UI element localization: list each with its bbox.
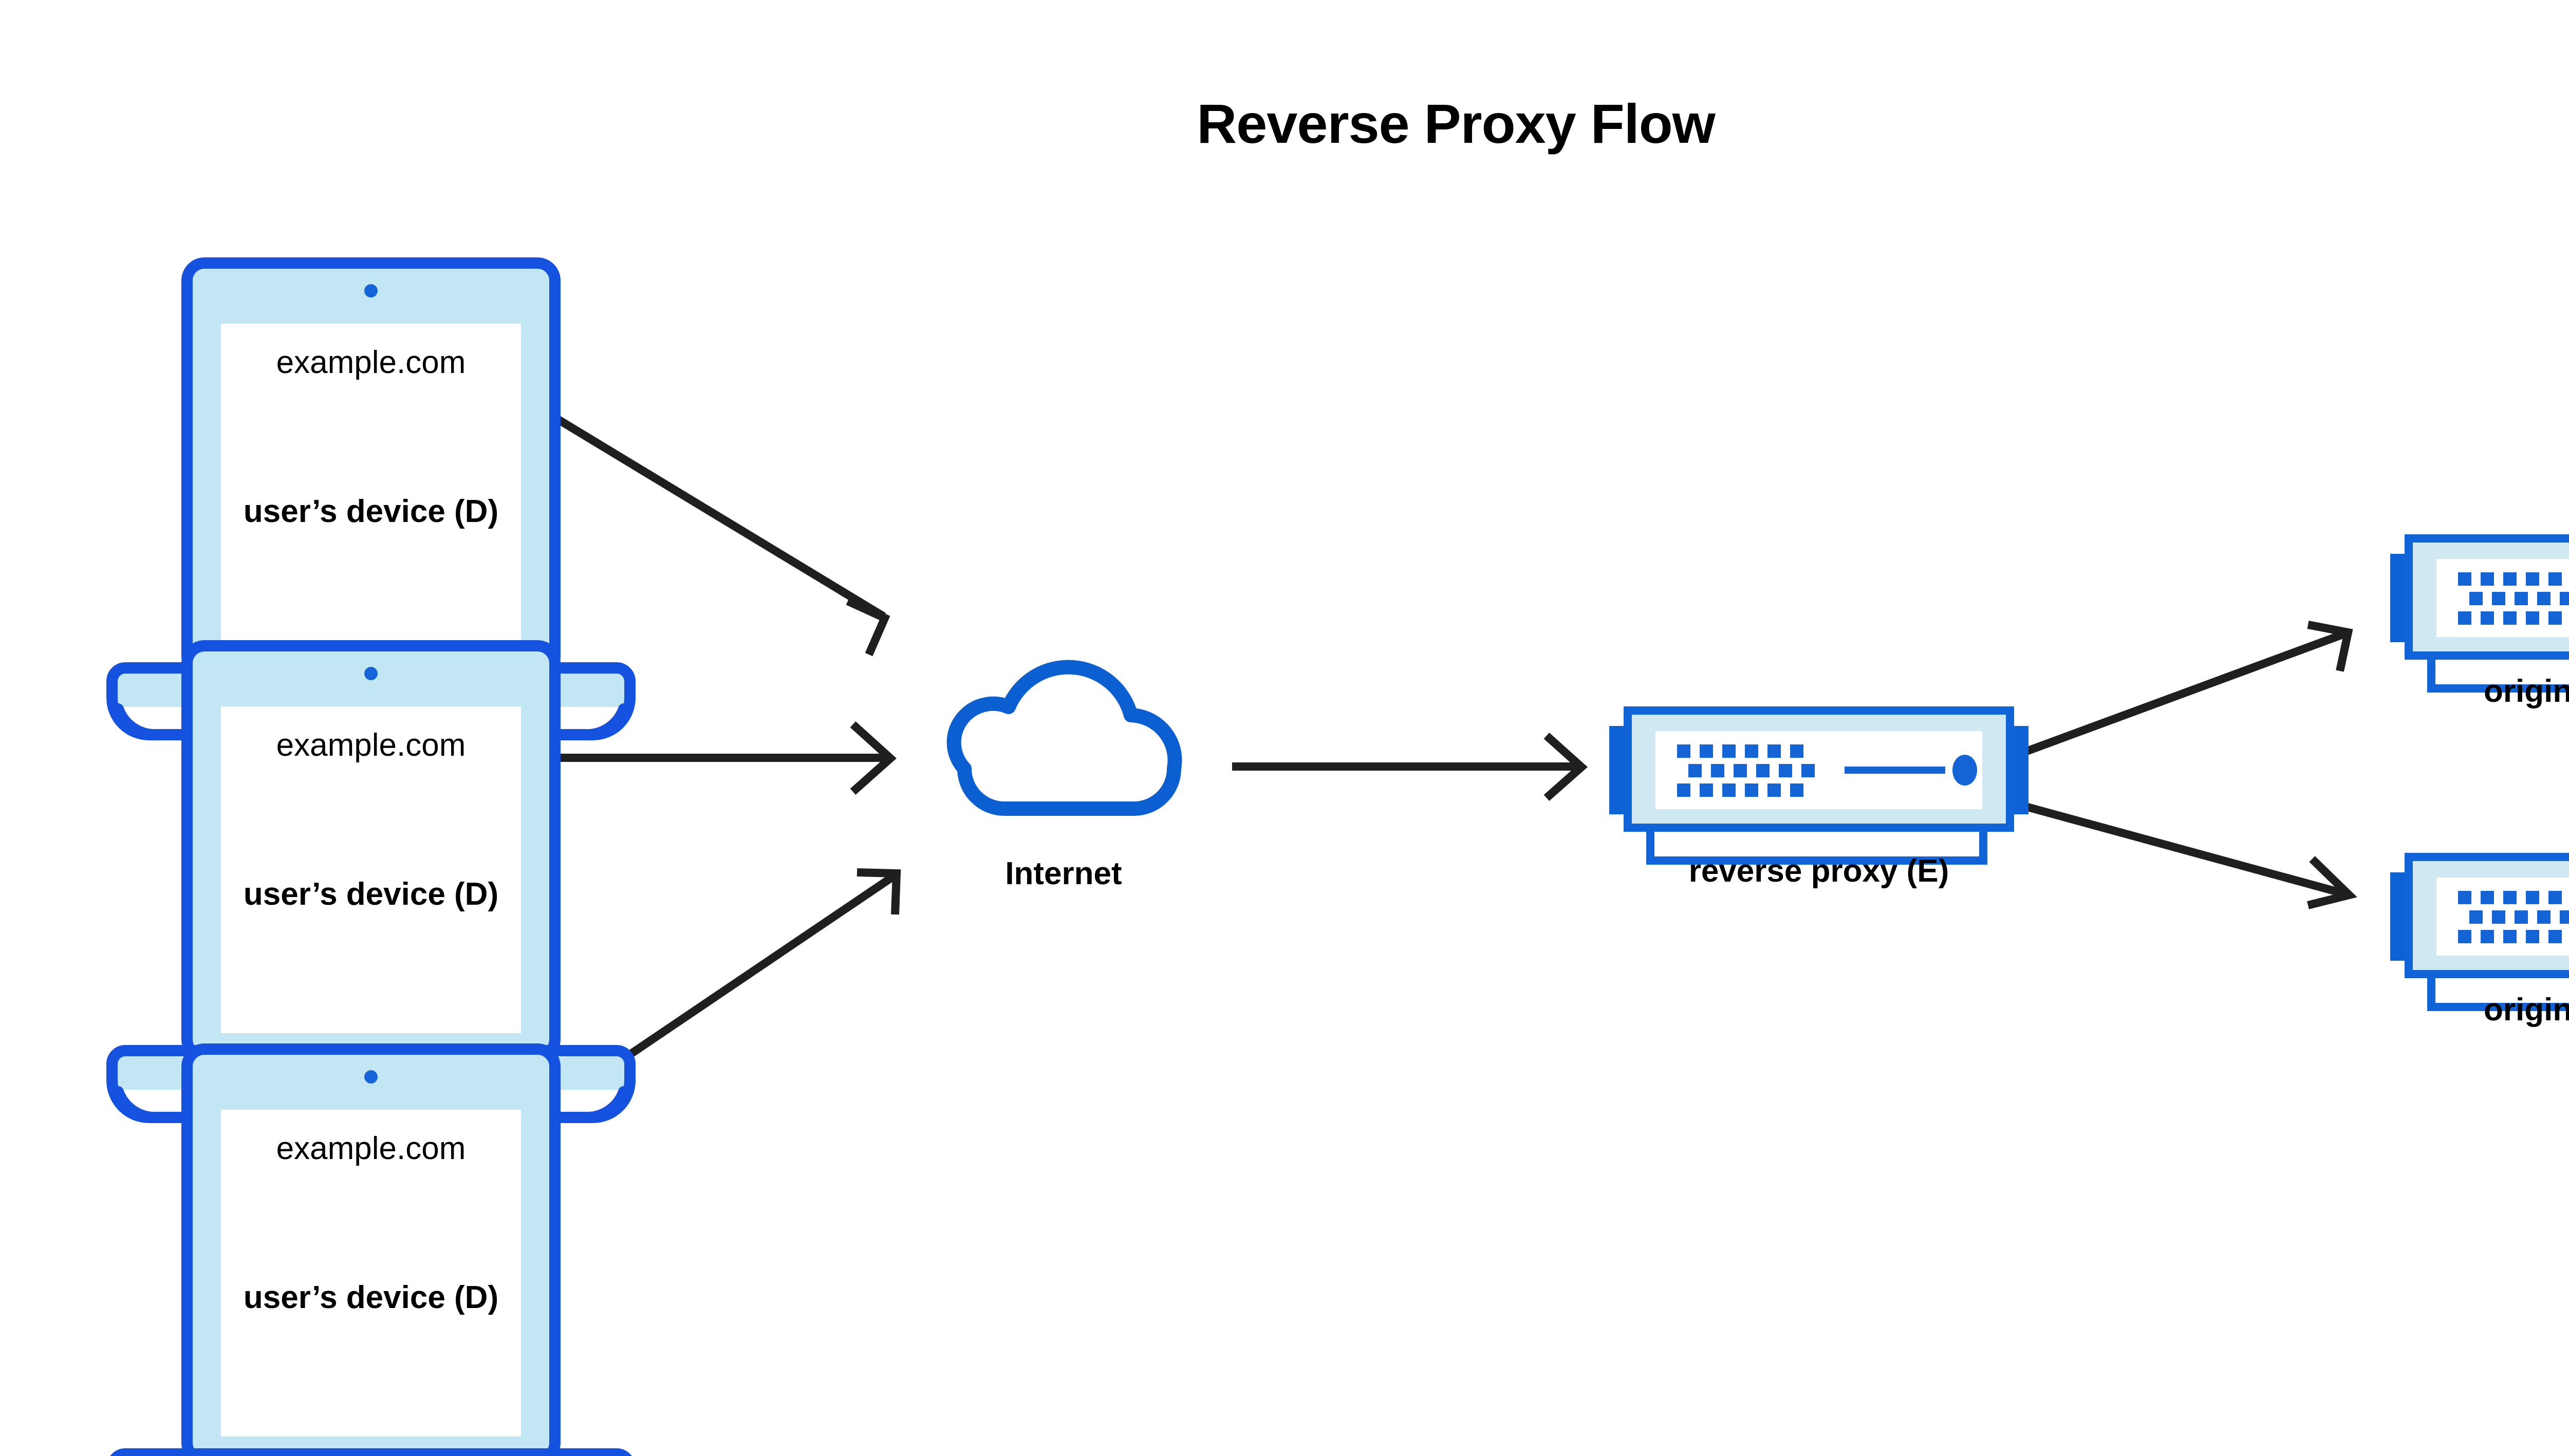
laptop-icon	[187, 1049, 555, 1456]
edge-device-middle-to-internet	[499, 721, 897, 795]
node-reverse-proxy[interactable]	[1609, 711, 2028, 861]
device-top-label: user’s device (D)	[243, 494, 499, 529]
device-bottom-screen-text: example.com	[276, 1131, 466, 1166]
reverse-proxy-label: reverse proxy (E)	[1688, 853, 1949, 889]
server-icon	[2390, 538, 2569, 688]
origin-top-label: origin server (F)	[2484, 674, 2569, 709]
node-origin-bottom[interactable]	[2390, 857, 2569, 1007]
edge-proxy-to-origin-top	[1996, 621, 2353, 766]
server-icon	[2390, 857, 2569, 1007]
laptop-icon	[187, 646, 555, 1057]
device-bottom-label: user’s device (D)	[243, 1280, 499, 1315]
device-middle-screen-text: example.com	[276, 727, 466, 763]
node-origin-top[interactable]	[2390, 538, 2569, 688]
edges-layer	[499, 387, 2357, 1139]
laptop-icon	[187, 263, 555, 674]
origin-bottom-label: origin server (F)	[2484, 992, 2569, 1028]
edge-device-top-to-internet	[508, 387, 890, 657]
device-middle-label: user’s device (D)	[243, 876, 499, 912]
cloud-icon	[954, 667, 1175, 809]
node-internet[interactable]	[954, 667, 1175, 809]
internet-label: Internet	[1005, 856, 1122, 891]
edge-proxy-to-origin-bottom	[1996, 795, 2357, 909]
device-top-screen-text: example.com	[276, 345, 466, 380]
laptop-base-icon	[112, 1454, 630, 1456]
edge-internet-to-proxy	[1232, 733, 1588, 801]
server-icon	[1609, 711, 2028, 861]
node-device-bottom[interactable]	[112, 1049, 630, 1456]
page-title: Reverse Proxy Flow	[1197, 92, 1715, 155]
